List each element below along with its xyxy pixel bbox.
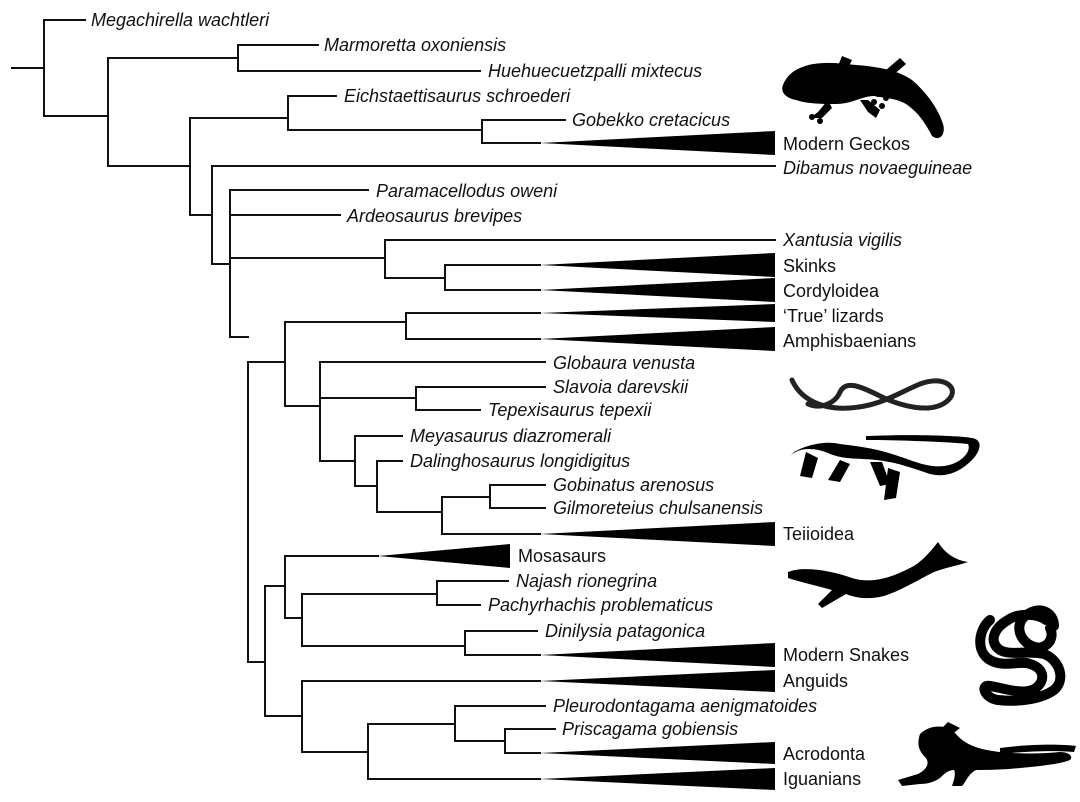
taxon-labels: Megachirella wachtleri Marmoretta oxonie…: [91, 10, 972, 789]
branch-node-meyasaurus: [354, 435, 403, 487]
taxon-label: Xantusia vigilis: [782, 230, 902, 250]
taxon-label: Dinilysia patagonica: [545, 621, 705, 641]
taxon-label: Anguids: [783, 671, 848, 691]
taxon-label: Tepexisaurus tepexii: [488, 400, 652, 420]
taxon-label: Pleurodontagama aenigmatoides: [553, 696, 817, 716]
taxon-label: Modern Snakes: [783, 645, 909, 665]
wedge-cordyloidea: [540, 278, 775, 302]
branch-node-priscagama: [504, 728, 556, 754]
taxon-label: Paramacellodus oweni: [376, 181, 558, 201]
clade-wedges: [378, 131, 775, 790]
branch-node-dinilysia: [464, 630, 541, 656]
taxon-label: Gobekko cretacicus: [572, 110, 730, 130]
iguana-icon: [898, 722, 1076, 786]
taxon-label: Najash rionegrina: [516, 571, 657, 591]
taxon-label: Cordyloidea: [783, 281, 880, 301]
taxon-label: Iguanians: [783, 769, 861, 789]
branch-node-gekkota: [287, 95, 483, 131]
branch-node-scincoidea: [384, 239, 776, 279]
branch-node-3: [189, 117, 289, 216]
branch-node-dalinghosaurus: [376, 460, 443, 513]
taxon-label: Gobinatus arenosus: [553, 475, 714, 495]
taxon-label: Gilmoreteius chulsanensis: [553, 498, 763, 518]
branch-node-ardeosaurus: [229, 214, 386, 259]
branch-node-marmoretta: [237, 44, 481, 72]
taxon-label: Eichstaettisaurus schroederi: [344, 86, 571, 106]
taxon-label: Huehuecuetzpalli mixtecus: [488, 61, 702, 81]
branch-node-iguania: [367, 723, 541, 780]
mosasaur-icon: [788, 542, 968, 608]
branch-node-12: [301, 680, 541, 753]
snake-icon: [975, 605, 1066, 706]
branch-node-2: [107, 57, 239, 167]
branch-node-gobinatus: [489, 484, 546, 509]
branch-node-9: [264, 585, 303, 717]
branch-node-dibamus: [211, 165, 776, 265]
branch-node-skinks: [444, 264, 541, 291]
taxon-label: Megachirella wachtleri: [91, 10, 270, 30]
branch-node-pleurodontagama: [454, 705, 546, 742]
animal-silhouettes: [782, 56, 1076, 786]
wedge-acrodonta: [540, 742, 775, 764]
branch-root-node: [43, 19, 109, 117]
taxon-label: ‘True’ lizards: [783, 306, 884, 326]
branch-node-lacertoidea: [405, 312, 541, 340]
wedge-modern-geckos: [540, 131, 775, 155]
wedge-iguanians: [540, 768, 775, 790]
taxon-label: Modern Geckos: [783, 134, 910, 154]
wedge-anguids: [540, 670, 775, 692]
taxon-label: Mosasaurs: [518, 546, 606, 566]
tree-branches: [11, 19, 776, 780]
branch-node-gobekko: [481, 119, 566, 144]
taxon-label: Dibamus novaeguineae: [783, 158, 972, 178]
amphisbaenian-icon: [789, 377, 955, 411]
branch-node-10: [284, 555, 379, 619]
taxon-label: Dalinghosaurus longidigitus: [410, 451, 630, 471]
gecko-icon: [782, 56, 944, 139]
wedge-teiioidea: [540, 522, 775, 546]
taxon-label: Teiioidea: [783, 524, 855, 544]
branch-node-slavoia: [319, 386, 546, 411]
branch-node-7: [284, 321, 407, 407]
wedge-mosasaurs: [378, 544, 510, 568]
taxon-label: Ardeosaurus brevipes: [346, 206, 522, 226]
wedge-amphisbaenians: [540, 327, 775, 351]
branch-node-8: [319, 361, 546, 462]
taxon-label: Acrodonta: [783, 744, 866, 764]
taxon-label: Slavoia darevskii: [553, 377, 689, 397]
wedge-true-lizards: [540, 304, 775, 322]
lizard-icon: [790, 435, 980, 500]
wedge-skinks: [540, 253, 775, 277]
taxon-label: Globaura venusta: [553, 353, 695, 373]
taxon-label: Meyasaurus diazromerali: [410, 426, 612, 446]
taxon-label: Amphisbaenians: [783, 331, 916, 351]
taxon-label: Pachyrhachis problematicus: [488, 595, 713, 615]
branch-node-teiioidea: [441, 496, 541, 535]
taxon-label: Priscagama gobiensis: [562, 719, 738, 739]
wedge-modern-snakes: [540, 643, 775, 667]
branch-node-6: [247, 361, 286, 663]
taxon-label: Marmoretta oxoniensis: [324, 35, 506, 55]
branch-node-snakes: [301, 593, 466, 647]
branch-node-najash: [436, 580, 509, 606]
taxon-label: Skinks: [783, 256, 836, 276]
